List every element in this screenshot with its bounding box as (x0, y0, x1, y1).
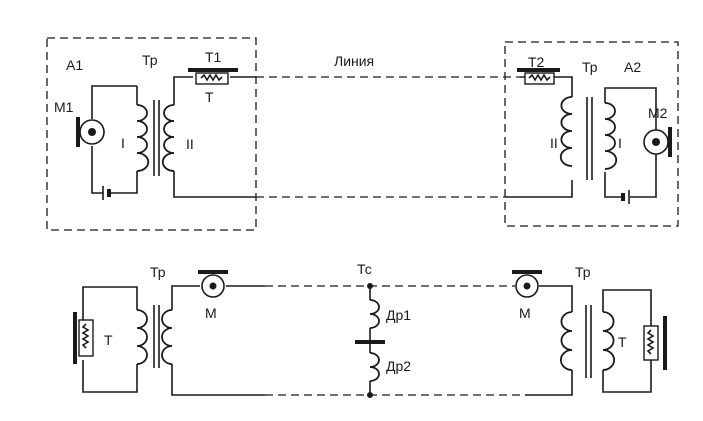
battery-a1-icon (102, 186, 111, 200)
station-a2-boundary (504, 41, 679, 227)
left-line-wires (171, 285, 265, 396)
label-t-bottom-right: T (618, 334, 627, 350)
label-m1: M1 (54, 99, 74, 115)
label-tp-bottom-right: Тр (575, 264, 591, 280)
label-m-bottom-right: M (519, 305, 531, 321)
label-line: Линия (334, 53, 374, 69)
microphone-bottom-left-icon (198, 270, 228, 298)
top-scheme: A1 Тр T1 T M1 I II Линия T2 Тр A2 M2 I I… (46, 37, 679, 231)
label-coil-1-right: I (618, 135, 622, 151)
transformer-bottom-left-icon (136, 305, 173, 368)
left-telephone-loop (82, 286, 138, 393)
station-a1-boundary (46, 37, 257, 231)
battery-a2-icon (621, 190, 630, 204)
label-coil-2-right: II (550, 135, 558, 151)
right-telephone-loop (602, 289, 652, 393)
transformer-a2-icon (559, 96, 618, 180)
transformer-a1-icon (136, 100, 175, 176)
label-tp-top-left: Тр (142, 52, 158, 68)
transformer-bottom-right-icon (560, 305, 615, 378)
label-m2: M2 (648, 105, 668, 121)
label-t-small: T (205, 89, 214, 105)
label-m-bottom-left: M (205, 305, 217, 321)
right-line-wires (525, 285, 573, 396)
a1-primary-circuit (91, 85, 138, 194)
telephone-t2-icon (517, 68, 560, 85)
label-dr1: Др1 (386, 307, 411, 323)
microphone-m1-icon (76, 117, 105, 147)
label-dr2: Др2 (386, 358, 411, 374)
microphone-m2-icon (643, 127, 672, 157)
label-coil-1-left: I (121, 135, 125, 151)
choke-dr1-icon (369, 299, 380, 329)
label-t-bottom-left: T (104, 332, 113, 348)
telephone-t1-icon (188, 68, 238, 85)
label-tp-bottom-left: Тр (150, 264, 166, 280)
tc-branch (355, 283, 385, 398)
telephone-bottom-right-icon (643, 316, 667, 370)
label-a2: A2 (624, 59, 641, 75)
a1-secondary-circuit (173, 76, 256, 198)
label-t1: T1 (205, 49, 222, 65)
telephone-bottom-left-icon (73, 312, 94, 364)
label-tp-top-right: Тр (582, 59, 598, 75)
bottom-scheme: Тр T M Тс Др1 Др2 M Тр T (73, 261, 667, 398)
a2-primary-circuit (604, 87, 657, 198)
choke-dr2-icon (369, 352, 380, 382)
a2-secondary-circuit (505, 76, 573, 198)
label-t2: T2 (528, 54, 545, 70)
microphone-bottom-right-icon (512, 270, 542, 298)
label-a1: A1 (66, 57, 83, 73)
label-tc: Тс (357, 261, 372, 277)
label-coil-2-left: II (186, 136, 194, 152)
